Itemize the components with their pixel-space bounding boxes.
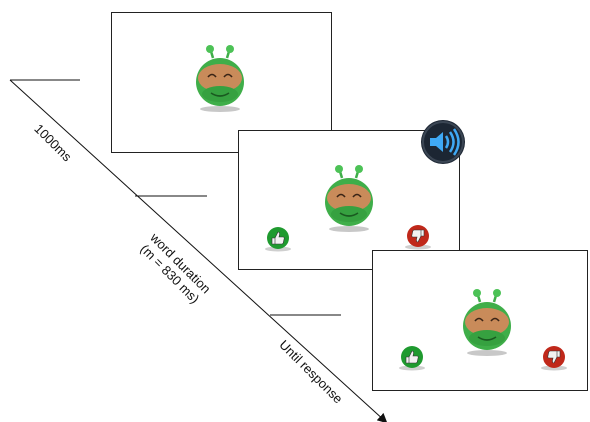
thumbs-up-icon[interactable] — [397, 345, 427, 371]
thumbs-down-icon[interactable] — [403, 224, 433, 250]
alien-icon — [325, 165, 373, 232]
thumbs-up-icon[interactable] — [263, 226, 293, 252]
speaker-icon — [421, 120, 465, 164]
thumbs-down-icon[interactable] — [539, 345, 569, 371]
screen-fixation-frame — [111, 12, 332, 153]
alien-icon — [463, 289, 511, 356]
alien-icon — [196, 45, 244, 112]
screen-word-frame — [238, 130, 460, 270]
arrow-icon — [9, 79, 388, 422]
screen-response-frame — [372, 250, 588, 391]
